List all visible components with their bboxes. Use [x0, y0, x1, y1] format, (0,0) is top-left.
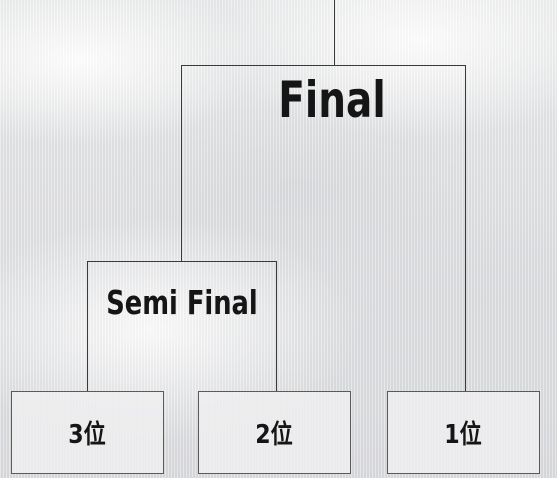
third-place-label: 3位	[68, 420, 107, 450]
final-bracket-top	[181, 65, 466, 66]
final-bracket-left	[181, 65, 182, 262]
semi-bracket-left	[87, 261, 88, 391]
semi-final-label: Semi Final	[106, 283, 258, 322]
final-top-connector	[334, 0, 335, 66]
second-place-label: 2位	[255, 420, 294, 450]
semi-bracket-right	[276, 261, 277, 391]
final-bracket-right	[465, 65, 466, 391]
second-place-box: 2位	[198, 391, 351, 474]
final-label: Final	[278, 71, 386, 129]
first-place-label: 1位	[444, 420, 483, 450]
semi-bracket-top	[87, 261, 277, 262]
third-place-box: 3位	[11, 391, 164, 474]
first-place-box: 1位	[387, 391, 540, 474]
